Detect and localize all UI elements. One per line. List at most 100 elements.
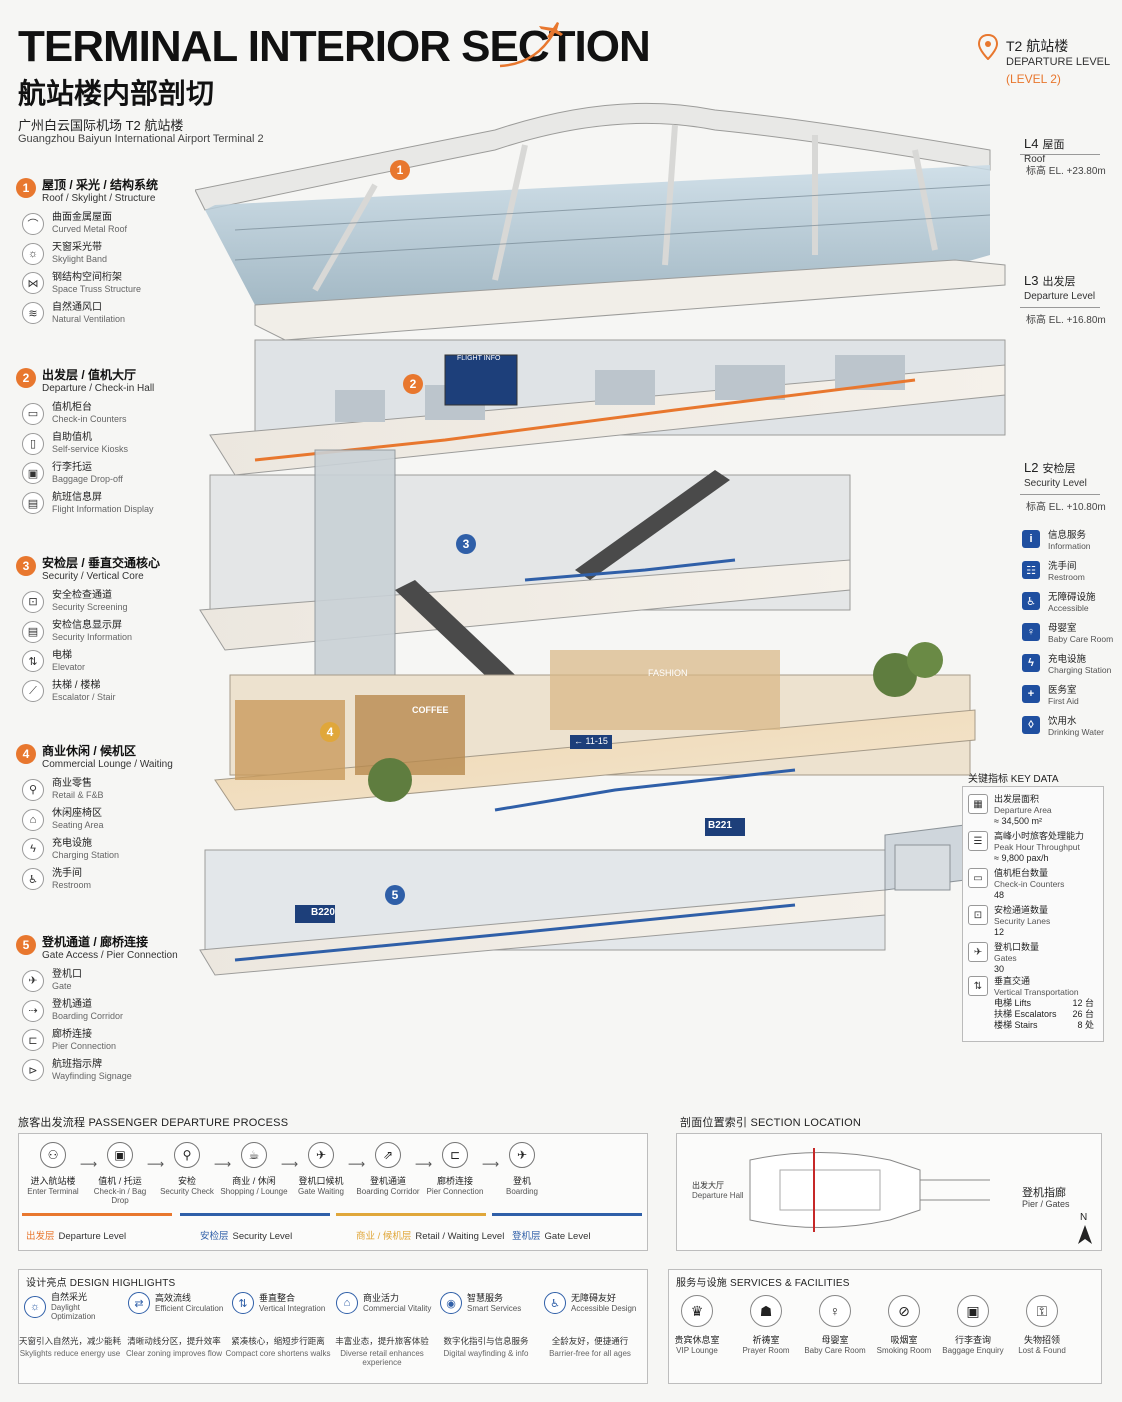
key-data-en: Peak Hour Throughput bbox=[994, 842, 1080, 853]
level-number: (LEVEL 2) bbox=[1006, 72, 1061, 86]
facility-icon: + bbox=[1022, 685, 1040, 703]
gate-b221-sign: B221 bbox=[708, 820, 732, 831]
legend-item-icon: ⇢ bbox=[22, 999, 44, 1022]
highlight-icon: ♿ bbox=[544, 1292, 566, 1314]
process-step-en: Enter Terminal bbox=[27, 1187, 79, 1196]
process-step-cn: 登机口候机 bbox=[298, 1176, 344, 1186]
legend-item-en: Escalator / Stair bbox=[52, 691, 116, 702]
vertical-transport-value: 8 处 bbox=[1077, 1020, 1094, 1031]
terminal-label: T2 航站楼 bbox=[1006, 38, 1069, 54]
service-en: Smoking Room bbox=[876, 1346, 932, 1355]
level-divider bbox=[1020, 494, 1100, 495]
level-divider bbox=[1020, 154, 1100, 155]
legend-item-cn: 航班信息屏 bbox=[52, 491, 102, 503]
callout-3: 3 bbox=[456, 534, 476, 554]
key-data-en: Security Lanes bbox=[994, 916, 1051, 927]
highlight-desc-en: Clear zoning improves flow bbox=[125, 1349, 223, 1358]
highlight-cn: 智慧服务 bbox=[467, 1292, 504, 1303]
highlight-icon: ⇄ bbox=[128, 1292, 150, 1314]
legend-item-cn: 扶梯 / 楼梯 bbox=[52, 679, 101, 691]
terminal-section-diagram bbox=[195, 102, 1006, 976]
legend-item-cn: 洗手间 bbox=[52, 867, 82, 879]
legend-item-icon: ⊡ bbox=[22, 590, 44, 613]
location-pin-icon bbox=[978, 34, 998, 60]
vertical-transport-label: 楼梯 Stairs bbox=[994, 1020, 1038, 1031]
service-en: VIP Lounge bbox=[676, 1346, 718, 1355]
gate-b220-sign: B220 bbox=[311, 907, 335, 918]
legend-item-cn: 安全检查通道 bbox=[52, 590, 112, 602]
key-data-icon: ⊡ bbox=[968, 905, 988, 925]
service-cn: 失物招领 bbox=[1023, 1335, 1060, 1345]
category-title-cn: 出发层 / 值机大厅 bbox=[42, 368, 137, 382]
process-step-cn: 进入航站楼 bbox=[30, 1176, 76, 1186]
process-arrow-icon: ⟶ bbox=[415, 1157, 433, 1171]
legend-item-cn: 安检信息显示屏 bbox=[52, 620, 122, 632]
hall-label-en: Departure Hall bbox=[692, 1191, 744, 1200]
key-data-icon: ▦ bbox=[968, 794, 988, 814]
facility-icon: i bbox=[1022, 530, 1040, 548]
section-location-title: 剖面位置索引 SECTION LOCATION bbox=[680, 1117, 862, 1129]
legend-item-en: Boarding Corridor bbox=[52, 1011, 124, 1022]
facility-icon: ♀ bbox=[1022, 623, 1040, 641]
legend-item-cn: 曲面金属屋面 bbox=[52, 212, 112, 224]
legend-item-en: Security Information bbox=[52, 632, 133, 643]
legend-item-en: Retail & F&B bbox=[52, 790, 104, 801]
highlight-icon: ◉ bbox=[440, 1292, 462, 1314]
legend-item-icon: ♿ bbox=[22, 868, 44, 891]
service-cn: 祈祷室 bbox=[752, 1335, 780, 1345]
legend-item-icon: ▭ bbox=[22, 402, 44, 425]
key-data-icon: ▭ bbox=[968, 868, 988, 888]
pier-label-cn: 登机指廊 bbox=[1022, 1187, 1066, 1199]
category-number-badge: 5 bbox=[16, 935, 36, 955]
key-data-value: ≈ 9,800 pax/h bbox=[994, 852, 1049, 863]
legend-item-cn: 钢结构空间桁架 bbox=[52, 271, 122, 283]
legend-item-en: Charging Station bbox=[52, 849, 120, 860]
legend-item-cn: 自然通风口 bbox=[52, 301, 102, 313]
legend-item-icon: ⟋ bbox=[22, 680, 44, 703]
category-number-badge: 3 bbox=[16, 556, 36, 576]
highlight-cn: 无障碍友好 bbox=[571, 1292, 617, 1303]
legend-item-en: Baggage Drop-off bbox=[52, 473, 123, 484]
legend-item-icon: ⊏ bbox=[22, 1029, 44, 1052]
highlight-desc-cn: 全龄友好，便捷通行 bbox=[551, 1336, 629, 1346]
highlight-icon: ☼ bbox=[24, 1295, 46, 1318]
legend-item-en: Self-service Kiosks bbox=[52, 444, 129, 455]
